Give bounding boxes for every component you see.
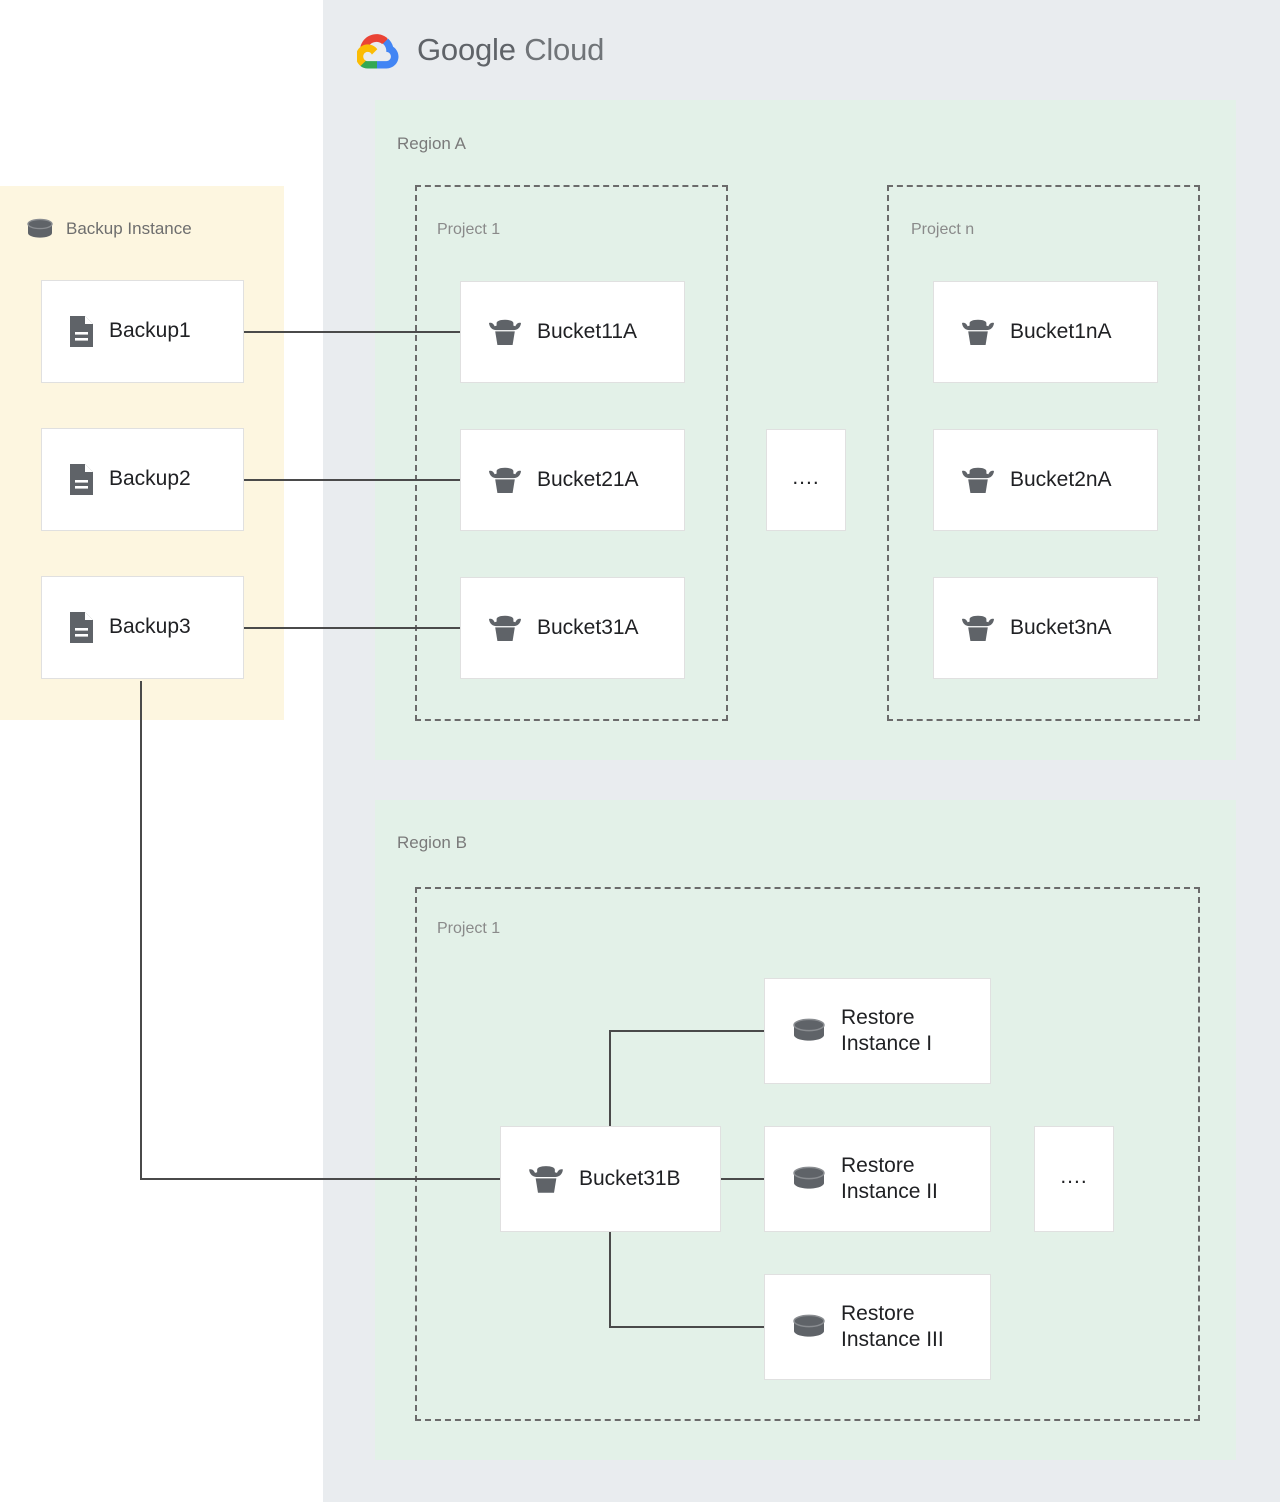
project-box-region-a-project-n: [887, 185, 1200, 721]
bucket-card-label: Bucket31A: [537, 615, 639, 639]
region-a-ellipsis-label: ....: [792, 465, 820, 489]
bucket-card-bucket2na[interactable]: Bucket2nA: [933, 429, 1158, 531]
region-b-label: Region B: [397, 833, 467, 852]
database-cylinder-icon: [793, 1018, 825, 1041]
bucket-card-label: Bucket1nA: [1010, 319, 1112, 343]
document-file-icon: [70, 464, 93, 495]
backup-instance-title: Backup Instance: [26, 218, 192, 240]
bucket-card-bucket11a[interactable]: Bucket11A: [460, 281, 685, 383]
document-file-icon: [70, 316, 93, 347]
bucket-card-label: Bucket2nA: [1010, 467, 1112, 491]
region-b-project-1-label: Project 1: [437, 920, 501, 937]
database-cylinder-icon: [793, 1314, 825, 1337]
restore-instance-card-ii[interactable]: Restore Instance II: [764, 1126, 991, 1232]
google-cloud-wordmark: Google Cloud: [417, 32, 604, 68]
bucket-card-bucket31b[interactable]: Bucket31B: [500, 1126, 721, 1232]
restore-instance-card-i[interactable]: Restore Instance I: [764, 978, 991, 1084]
region-a-project-1-label: Project 1: [437, 221, 501, 238]
restore-instance-label: Restore Instance III: [841, 1301, 944, 1351]
restore-instance-label: Restore Instance II: [841, 1153, 938, 1203]
backup-card-backup1[interactable]: Backup1: [41, 280, 244, 383]
region-a-ellipsis-card: ....: [766, 429, 846, 531]
storage-bucket-icon: [489, 615, 521, 641]
backup-card-label: Backup3: [109, 615, 191, 639]
project-box-region-a-project-1: [415, 185, 728, 721]
storage-bucket-icon: [962, 467, 994, 493]
restore-instance-label: Restore Instance I: [841, 1005, 933, 1055]
database-cylinder-icon: [793, 1166, 825, 1189]
region-a-label: Region A: [397, 134, 466, 153]
bucket-card-label: Bucket3nA: [1010, 615, 1112, 639]
storage-bucket-icon: [489, 467, 521, 493]
storage-bucket-icon: [962, 319, 994, 345]
backup-card-backup3[interactable]: Backup3: [41, 576, 244, 679]
bucket-card-bucket3na[interactable]: Bucket3nA: [933, 577, 1158, 679]
bucket-card-bucket31a[interactable]: Bucket31A: [460, 577, 685, 679]
region-b-ellipsis-card: ....: [1034, 1126, 1114, 1232]
storage-bucket-icon: [489, 319, 521, 345]
bucket-card-bucket1na[interactable]: Bucket1nA: [933, 281, 1158, 383]
bucket-card-label: Bucket11A: [537, 319, 638, 343]
bucket-card-bucket21a[interactable]: Bucket21A: [460, 429, 685, 531]
database-cylinder-icon: [27, 218, 53, 238]
brand-cloud: Cloud: [524, 32, 605, 67]
document-file-icon: [70, 612, 93, 643]
restore-instance-card-iii[interactable]: Restore Instance III: [764, 1274, 991, 1380]
backup-instance-title-label: Backup Instance: [66, 219, 192, 238]
backup-card-label: Backup2: [109, 467, 191, 491]
bucket-card-label: Bucket31B: [579, 1166, 681, 1190]
storage-bucket-icon: [529, 1166, 563, 1193]
google-cloud-header: Google Cloud: [357, 30, 604, 70]
google-cloud-logo-icon: [357, 34, 399, 69]
bucket-card-label: Bucket21A: [537, 467, 639, 491]
region-a-project-n-label: Project n: [911, 221, 975, 238]
storage-bucket-icon: [962, 615, 994, 641]
backup-card-backup2[interactable]: Backup2: [41, 428, 244, 531]
brand-google: Google: [417, 32, 516, 67]
region-b-ellipsis-label: ....: [1060, 1164, 1088, 1188]
backup-card-label: Backup1: [109, 319, 191, 343]
